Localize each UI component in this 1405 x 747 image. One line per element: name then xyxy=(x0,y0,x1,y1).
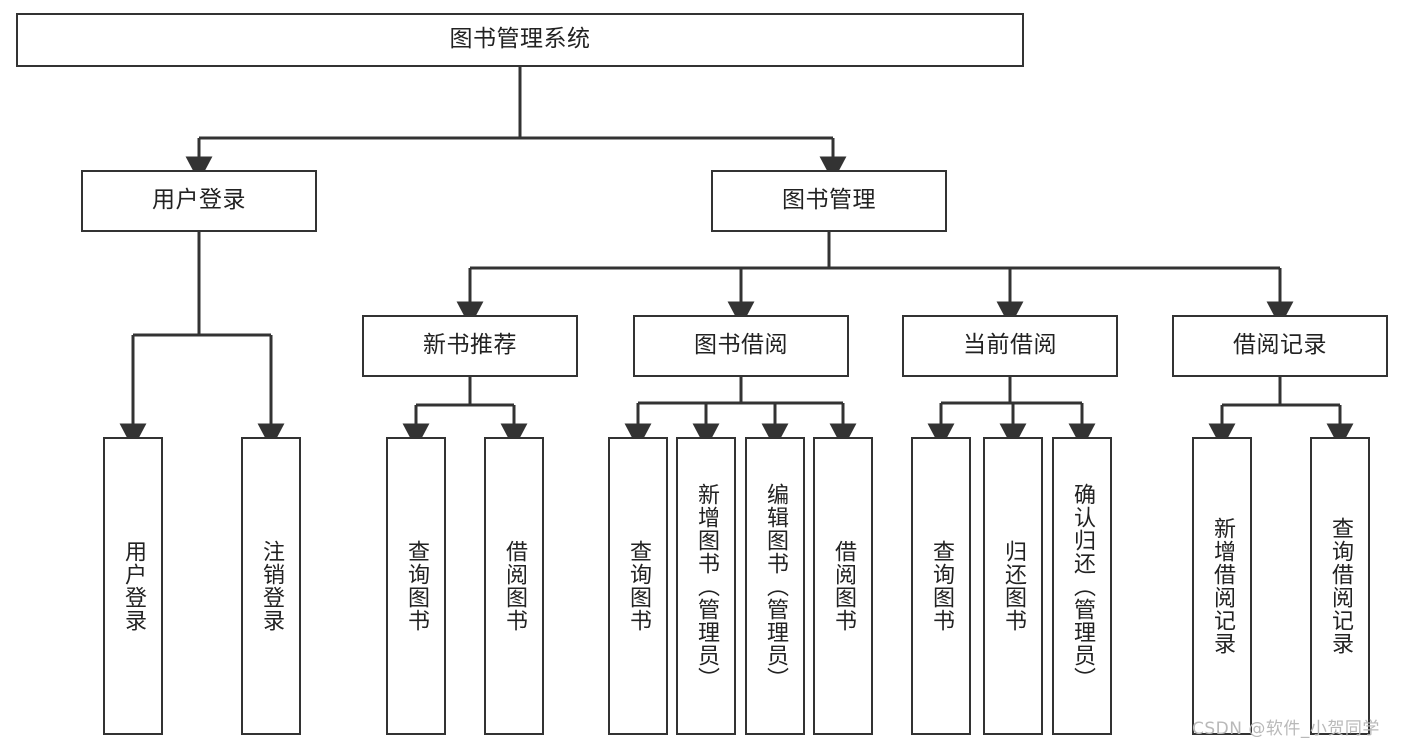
node-root[interactable]: 图书管理系统 xyxy=(16,13,1024,67)
leaf-add-book[interactable]: 新增图书（管理员） xyxy=(676,437,736,735)
node-book-borrow-label: 图书借阅 xyxy=(694,332,788,359)
node-current-borrow[interactable]: 当前借阅 xyxy=(902,315,1118,377)
leaf-user-login-label: 用户登录 xyxy=(120,540,146,632)
leaf-borrow-book-rec[interactable]: 借阅图书 xyxy=(484,437,544,735)
leaf-confirm-return[interactable]: 确认归还（管理员） xyxy=(1052,437,1112,735)
node-borrow-record[interactable]: 借阅记录 xyxy=(1172,315,1388,377)
node-book-manage-label: 图书管理 xyxy=(782,187,876,214)
leaf-edit-book-label: 编辑图书（管理员） xyxy=(762,482,788,690)
leaf-query-record-label: 查询借阅记录 xyxy=(1327,517,1353,655)
leaf-query-book-cur[interactable]: 查询图书 xyxy=(911,437,971,735)
leaf-add-record-label: 新增借阅记录 xyxy=(1209,517,1235,655)
leaf-user-logout[interactable]: 注销登录 xyxy=(241,437,301,735)
node-book-manage[interactable]: 图书管理 xyxy=(711,170,947,232)
leaf-edit-book[interactable]: 编辑图书（管理员） xyxy=(745,437,805,735)
node-book-borrow[interactable]: 图书借阅 xyxy=(633,315,849,377)
node-new-book-recommend-label: 新书推荐 xyxy=(423,332,517,359)
leaf-borrow-book-label: 借阅图书 xyxy=(830,540,856,632)
node-user-login-label: 用户登录 xyxy=(152,187,246,214)
node-new-book-recommend[interactable]: 新书推荐 xyxy=(362,315,578,377)
node-borrow-record-label: 借阅记录 xyxy=(1233,332,1327,359)
leaf-add-book-label: 新增图书（管理员） xyxy=(693,482,719,690)
leaf-add-record[interactable]: 新增借阅记录 xyxy=(1192,437,1252,735)
leaf-query-book-borrow[interactable]: 查询图书 xyxy=(608,437,668,735)
leaf-user-logout-label: 注销登录 xyxy=(258,540,284,632)
leaf-user-login[interactable]: 用户登录 xyxy=(103,437,163,735)
leaf-query-record[interactable]: 查询借阅记录 xyxy=(1310,437,1370,735)
node-user-login[interactable]: 用户登录 xyxy=(81,170,317,232)
leaf-return-book-label: 归还图书 xyxy=(1000,540,1026,632)
node-current-borrow-label: 当前借阅 xyxy=(963,332,1057,359)
leaf-query-book-borrow-label: 查询图书 xyxy=(625,540,651,632)
node-root-label: 图书管理系统 xyxy=(449,26,591,53)
leaf-borrow-book[interactable]: 借阅图书 xyxy=(813,437,873,735)
leaf-query-book-rec[interactable]: 查询图书 xyxy=(386,437,446,735)
leaf-query-book-cur-label: 查询图书 xyxy=(928,540,954,632)
leaf-borrow-book-rec-label: 借阅图书 xyxy=(501,540,527,632)
csdn-watermark: CSDN @软件_小贺同学 xyxy=(1192,719,1380,739)
leaf-confirm-return-label: 确认归还（管理员） xyxy=(1069,482,1095,690)
leaf-return-book[interactable]: 归还图书 xyxy=(983,437,1043,735)
leaf-query-book-rec-label: 查询图书 xyxy=(403,540,429,632)
